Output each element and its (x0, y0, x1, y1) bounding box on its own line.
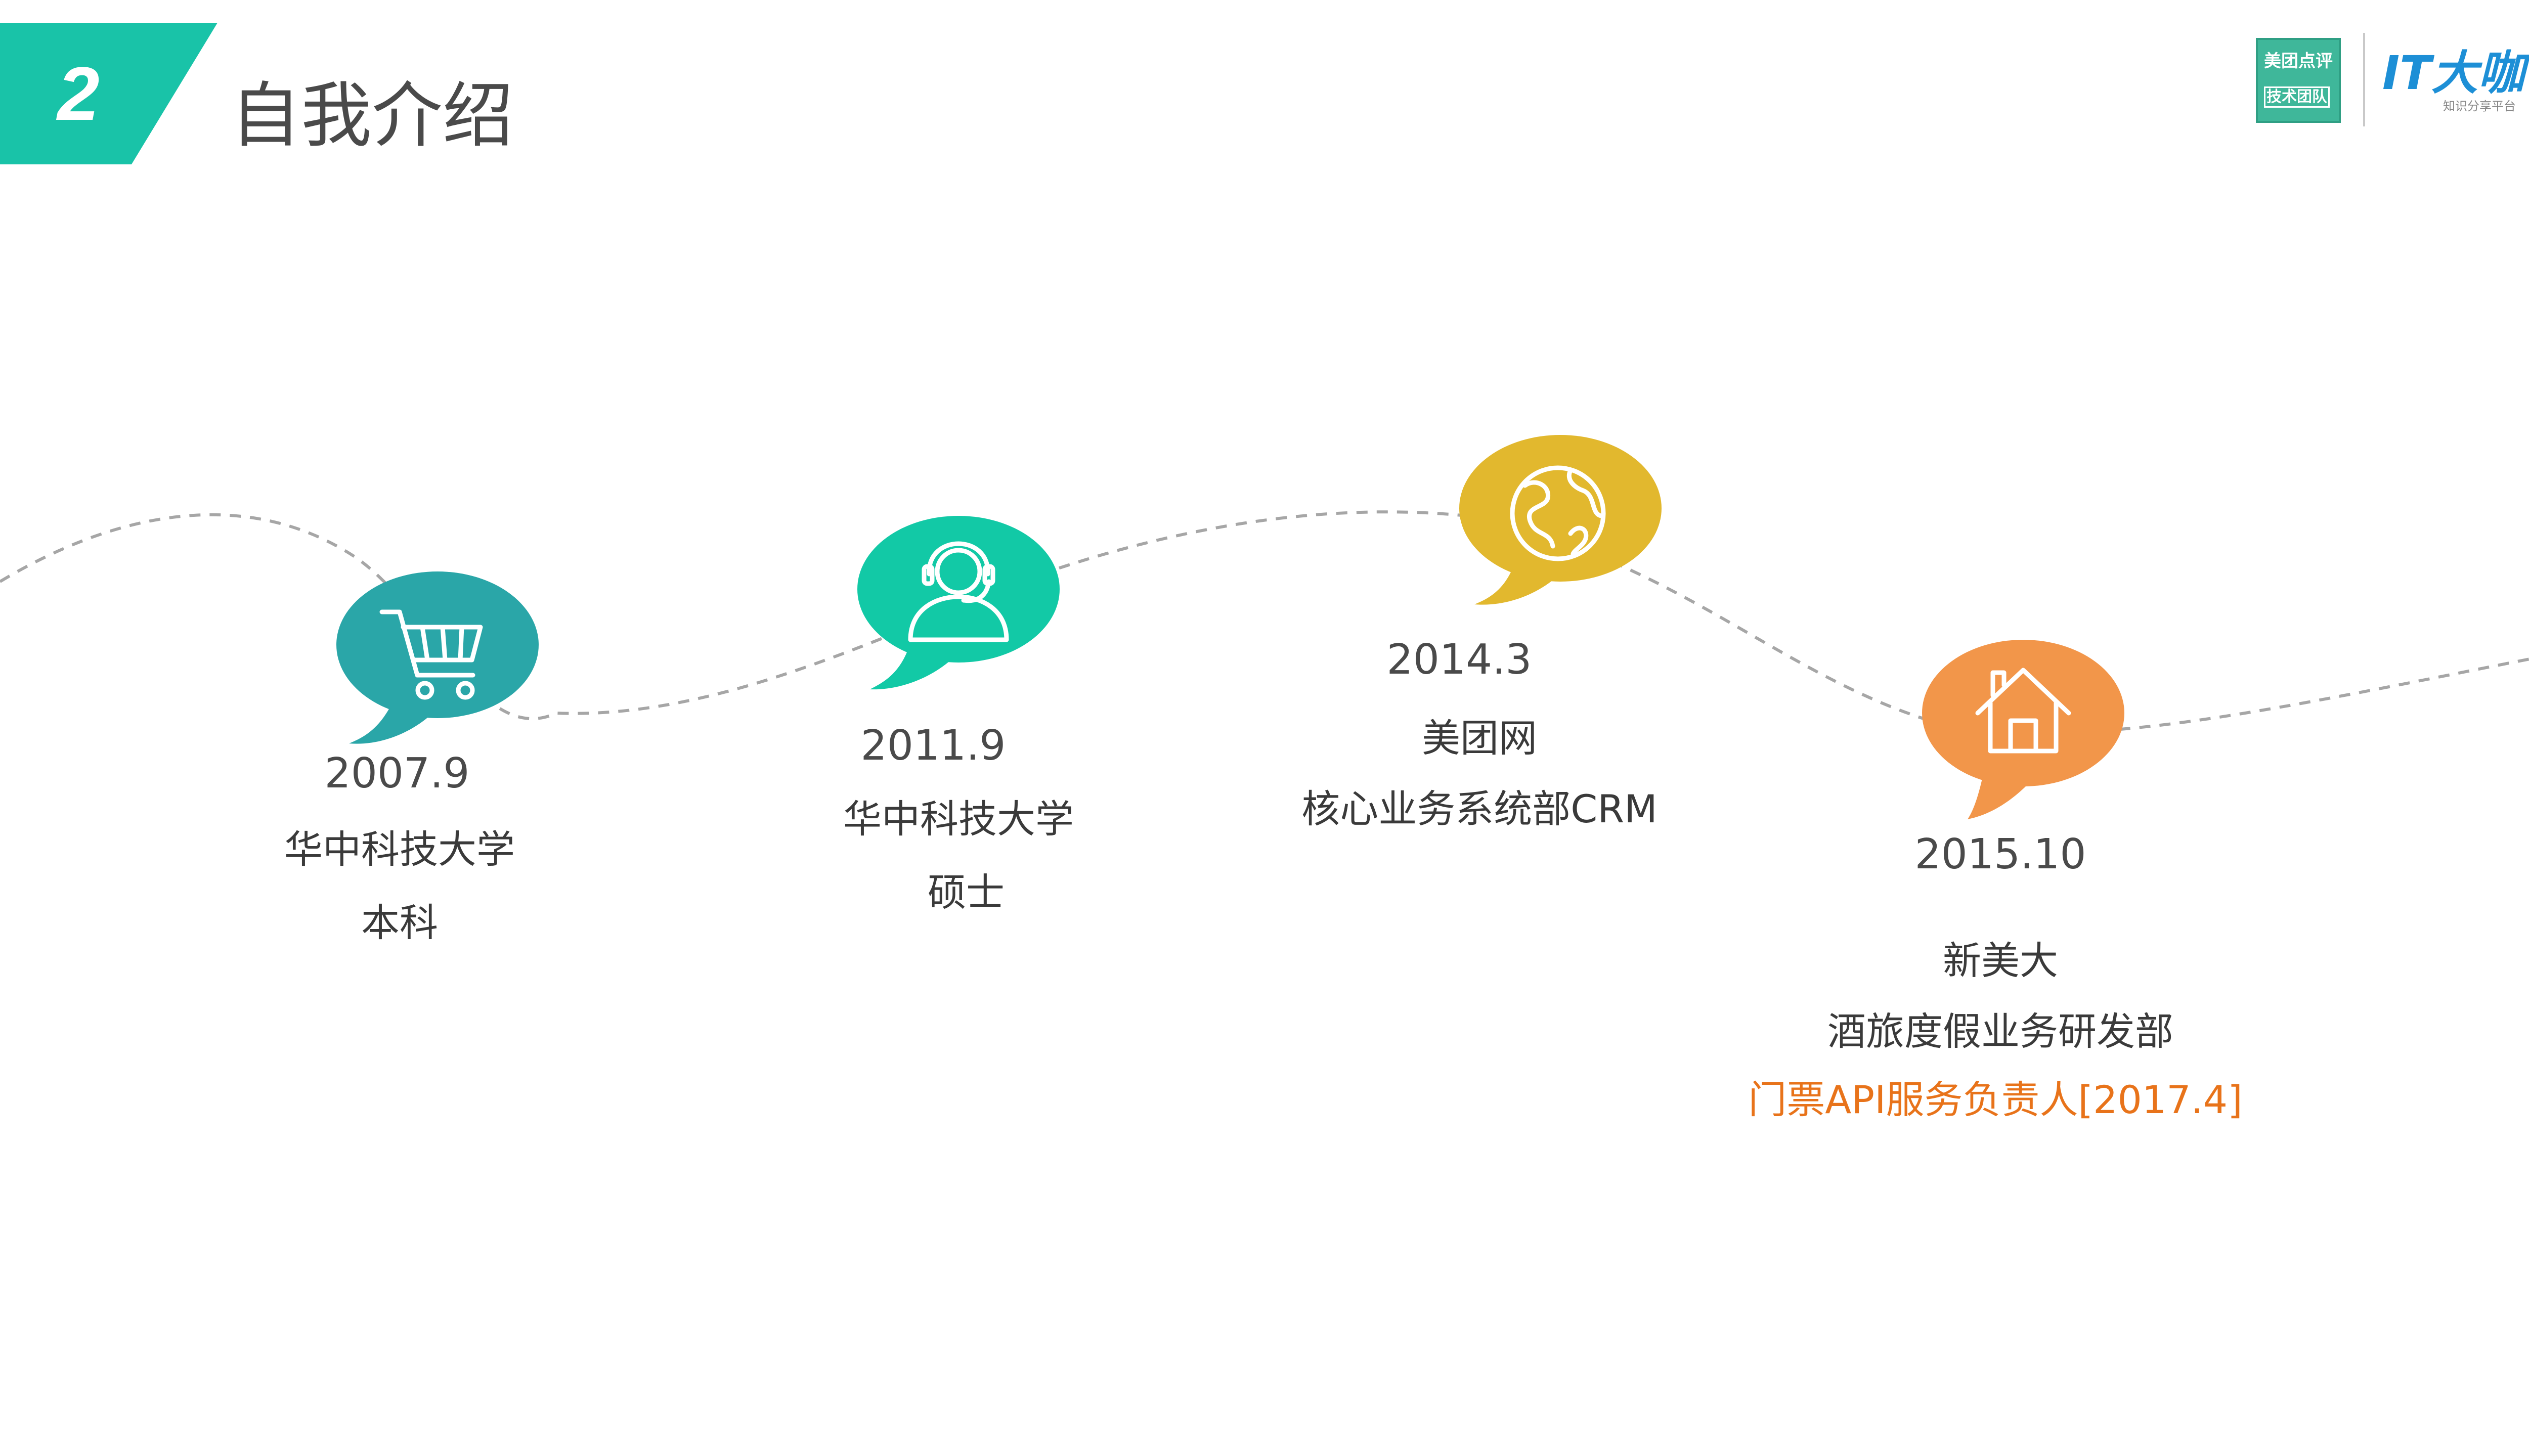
meituan-tech-logo: 美团点评 技术团队 (2256, 38, 2341, 123)
page-title: 自我介绍 (230, 75, 514, 157)
it-dakashuo-logo: IT大咖说 知识分享平台 (2382, 46, 2529, 121)
timeline-date-2014: 2014.3 (1386, 636, 1532, 684)
speech-bubble (336, 571, 539, 718)
globe-icon (1510, 465, 1606, 561)
it-logo-tagline: 知识分享平台 (2443, 99, 2516, 113)
timeline-bubble-2011 (857, 516, 1060, 690)
speech-bubble (1968, 776, 2028, 819)
timeline-bubble-2014 (1459, 435, 1662, 605)
timeline-date-2007: 2007.9 (324, 749, 470, 798)
speech-bubble (349, 708, 430, 744)
timeline-desc-2011-line1: 华中科技大学 (843, 797, 1074, 842)
section-number: 2 (57, 51, 100, 136)
timeline-bubble-2007 (336, 571, 539, 744)
meituan-logo-line1: 美团点评 (2264, 51, 2333, 71)
it-logo-name: IT大咖说 (2382, 46, 2529, 100)
timeline-desc-2007-line2: 本科 (361, 900, 438, 945)
section-badge-shape (0, 23, 217, 164)
timeline-date-2015: 2015.10 (1914, 830, 2086, 878)
logo-divider (2363, 33, 2365, 126)
headset-person-icon (908, 541, 1009, 642)
speech-bubble (870, 650, 951, 690)
meituan-logo-line2: 技术团队 (2264, 86, 2330, 108)
timeline-desc-2015-line2: 酒旅度假业务研发部 (1827, 1009, 2173, 1054)
timeline-desc-2015-line1: 新美大 (1943, 938, 2058, 983)
timeline-desc-2014-line2: 核心业务系统部CRM (1301, 786, 1658, 831)
shopping-cart-icon (379, 609, 483, 700)
timeline-desc-2014-line1: 美团网 (1422, 716, 1537, 761)
timeline-desc-2011-line2: 硕士 (928, 870, 1005, 915)
speech-bubble (857, 516, 1060, 663)
timeline-bubble-2015 (1922, 640, 2124, 819)
section-badge (0, 23, 217, 164)
house-icon (1975, 668, 2071, 754)
timeline-highlight-2015: 门票API服务负责人[2017.4] (1748, 1077, 2243, 1122)
timeline-date-2011: 2011.9 (860, 722, 1006, 770)
speech-bubble (1922, 640, 2124, 786)
timeline-desc-2007-line1: 华中科技大学 (284, 827, 515, 872)
speech-bubble (1459, 435, 1662, 582)
